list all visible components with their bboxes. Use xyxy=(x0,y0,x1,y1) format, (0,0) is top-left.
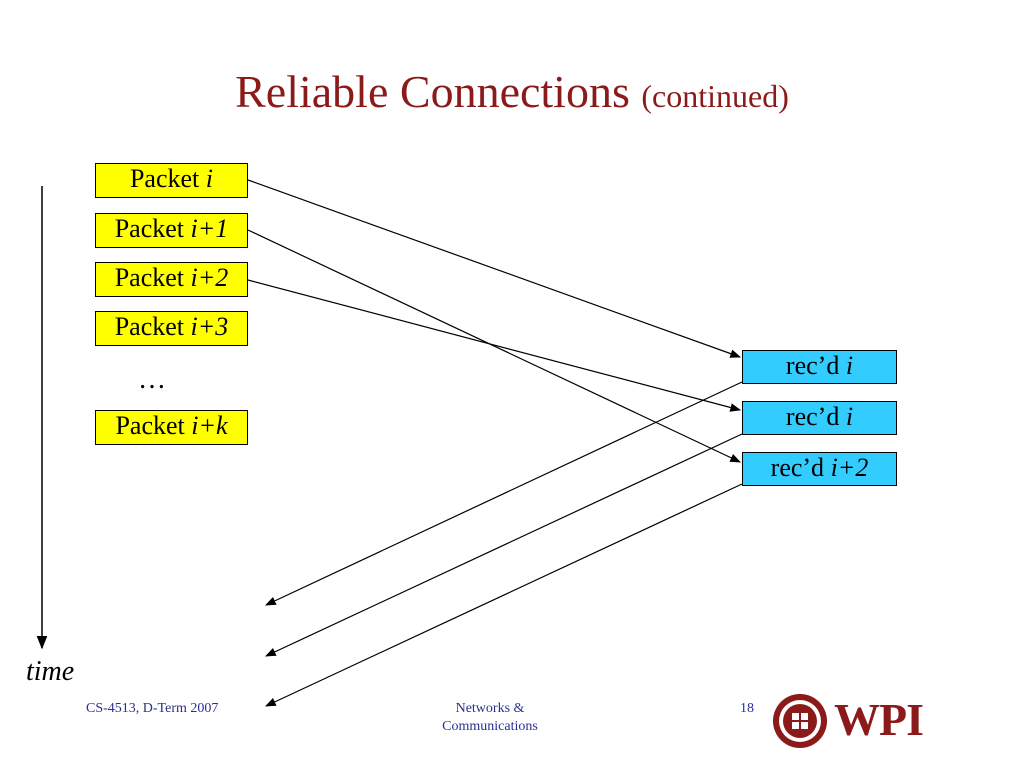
footer-course: CS-4513, D-Term 2007 xyxy=(86,701,219,716)
packet-box-i1: Packet i+1 xyxy=(95,213,248,248)
slide-title: Reliable Connections (continued) xyxy=(0,62,1024,126)
ack-box-3: rec’d i+2 xyxy=(742,452,897,486)
packet-label: Packet xyxy=(129,164,206,193)
packet-box-i2: Packet i+2 xyxy=(95,262,248,297)
wpi-seal-icon xyxy=(773,694,827,748)
footer-topic-line2: Communications xyxy=(442,719,538,734)
packet-label: Packet xyxy=(114,312,191,341)
ack-arrow-3 xyxy=(265,483,743,707)
send-arrow-packet-i xyxy=(247,179,742,358)
packet-label: Packet xyxy=(114,214,191,243)
packet-box-ik: Packet i+k xyxy=(95,410,248,445)
packet-var: i xyxy=(205,164,214,193)
time-axis-label: time xyxy=(26,656,75,687)
packet-label: Packet xyxy=(115,411,192,440)
ack-box-1: rec’d i xyxy=(742,350,897,384)
footer-topic-line1: Networks & xyxy=(455,701,525,716)
packet-var: i+k xyxy=(191,411,228,440)
send-arrow-packet-i1 xyxy=(247,229,741,463)
send-arrow-packet-i2 xyxy=(247,279,742,412)
ack-label: rec’d xyxy=(770,453,831,482)
ellipsis: … xyxy=(138,364,166,395)
packet-box-i3: Packet i+3 xyxy=(95,311,248,346)
title-main: Reliable Connections xyxy=(235,66,630,117)
ack-var: i+2 xyxy=(830,453,869,482)
packet-label: Packet xyxy=(114,263,191,292)
packet-box-i: Packet i xyxy=(95,163,248,198)
ack-var: i xyxy=(845,402,854,431)
ack-arrow-1 xyxy=(265,381,743,606)
footer-topic: Networks & Communications xyxy=(410,700,570,736)
wpi-logo: WPI xyxy=(834,694,924,745)
ack-arrow-2 xyxy=(265,433,743,657)
ack-var: i xyxy=(845,351,854,380)
packet-var: i+3 xyxy=(190,312,229,341)
title-subtitle: (continued) xyxy=(641,78,789,114)
packet-var: i+2 xyxy=(190,263,229,292)
ack-label: rec’d xyxy=(785,351,846,380)
ack-label: rec’d xyxy=(785,402,846,431)
ack-box-2: rec’d i xyxy=(742,401,897,435)
page-number: 18 xyxy=(740,701,754,716)
packet-var: i+1 xyxy=(190,214,229,243)
